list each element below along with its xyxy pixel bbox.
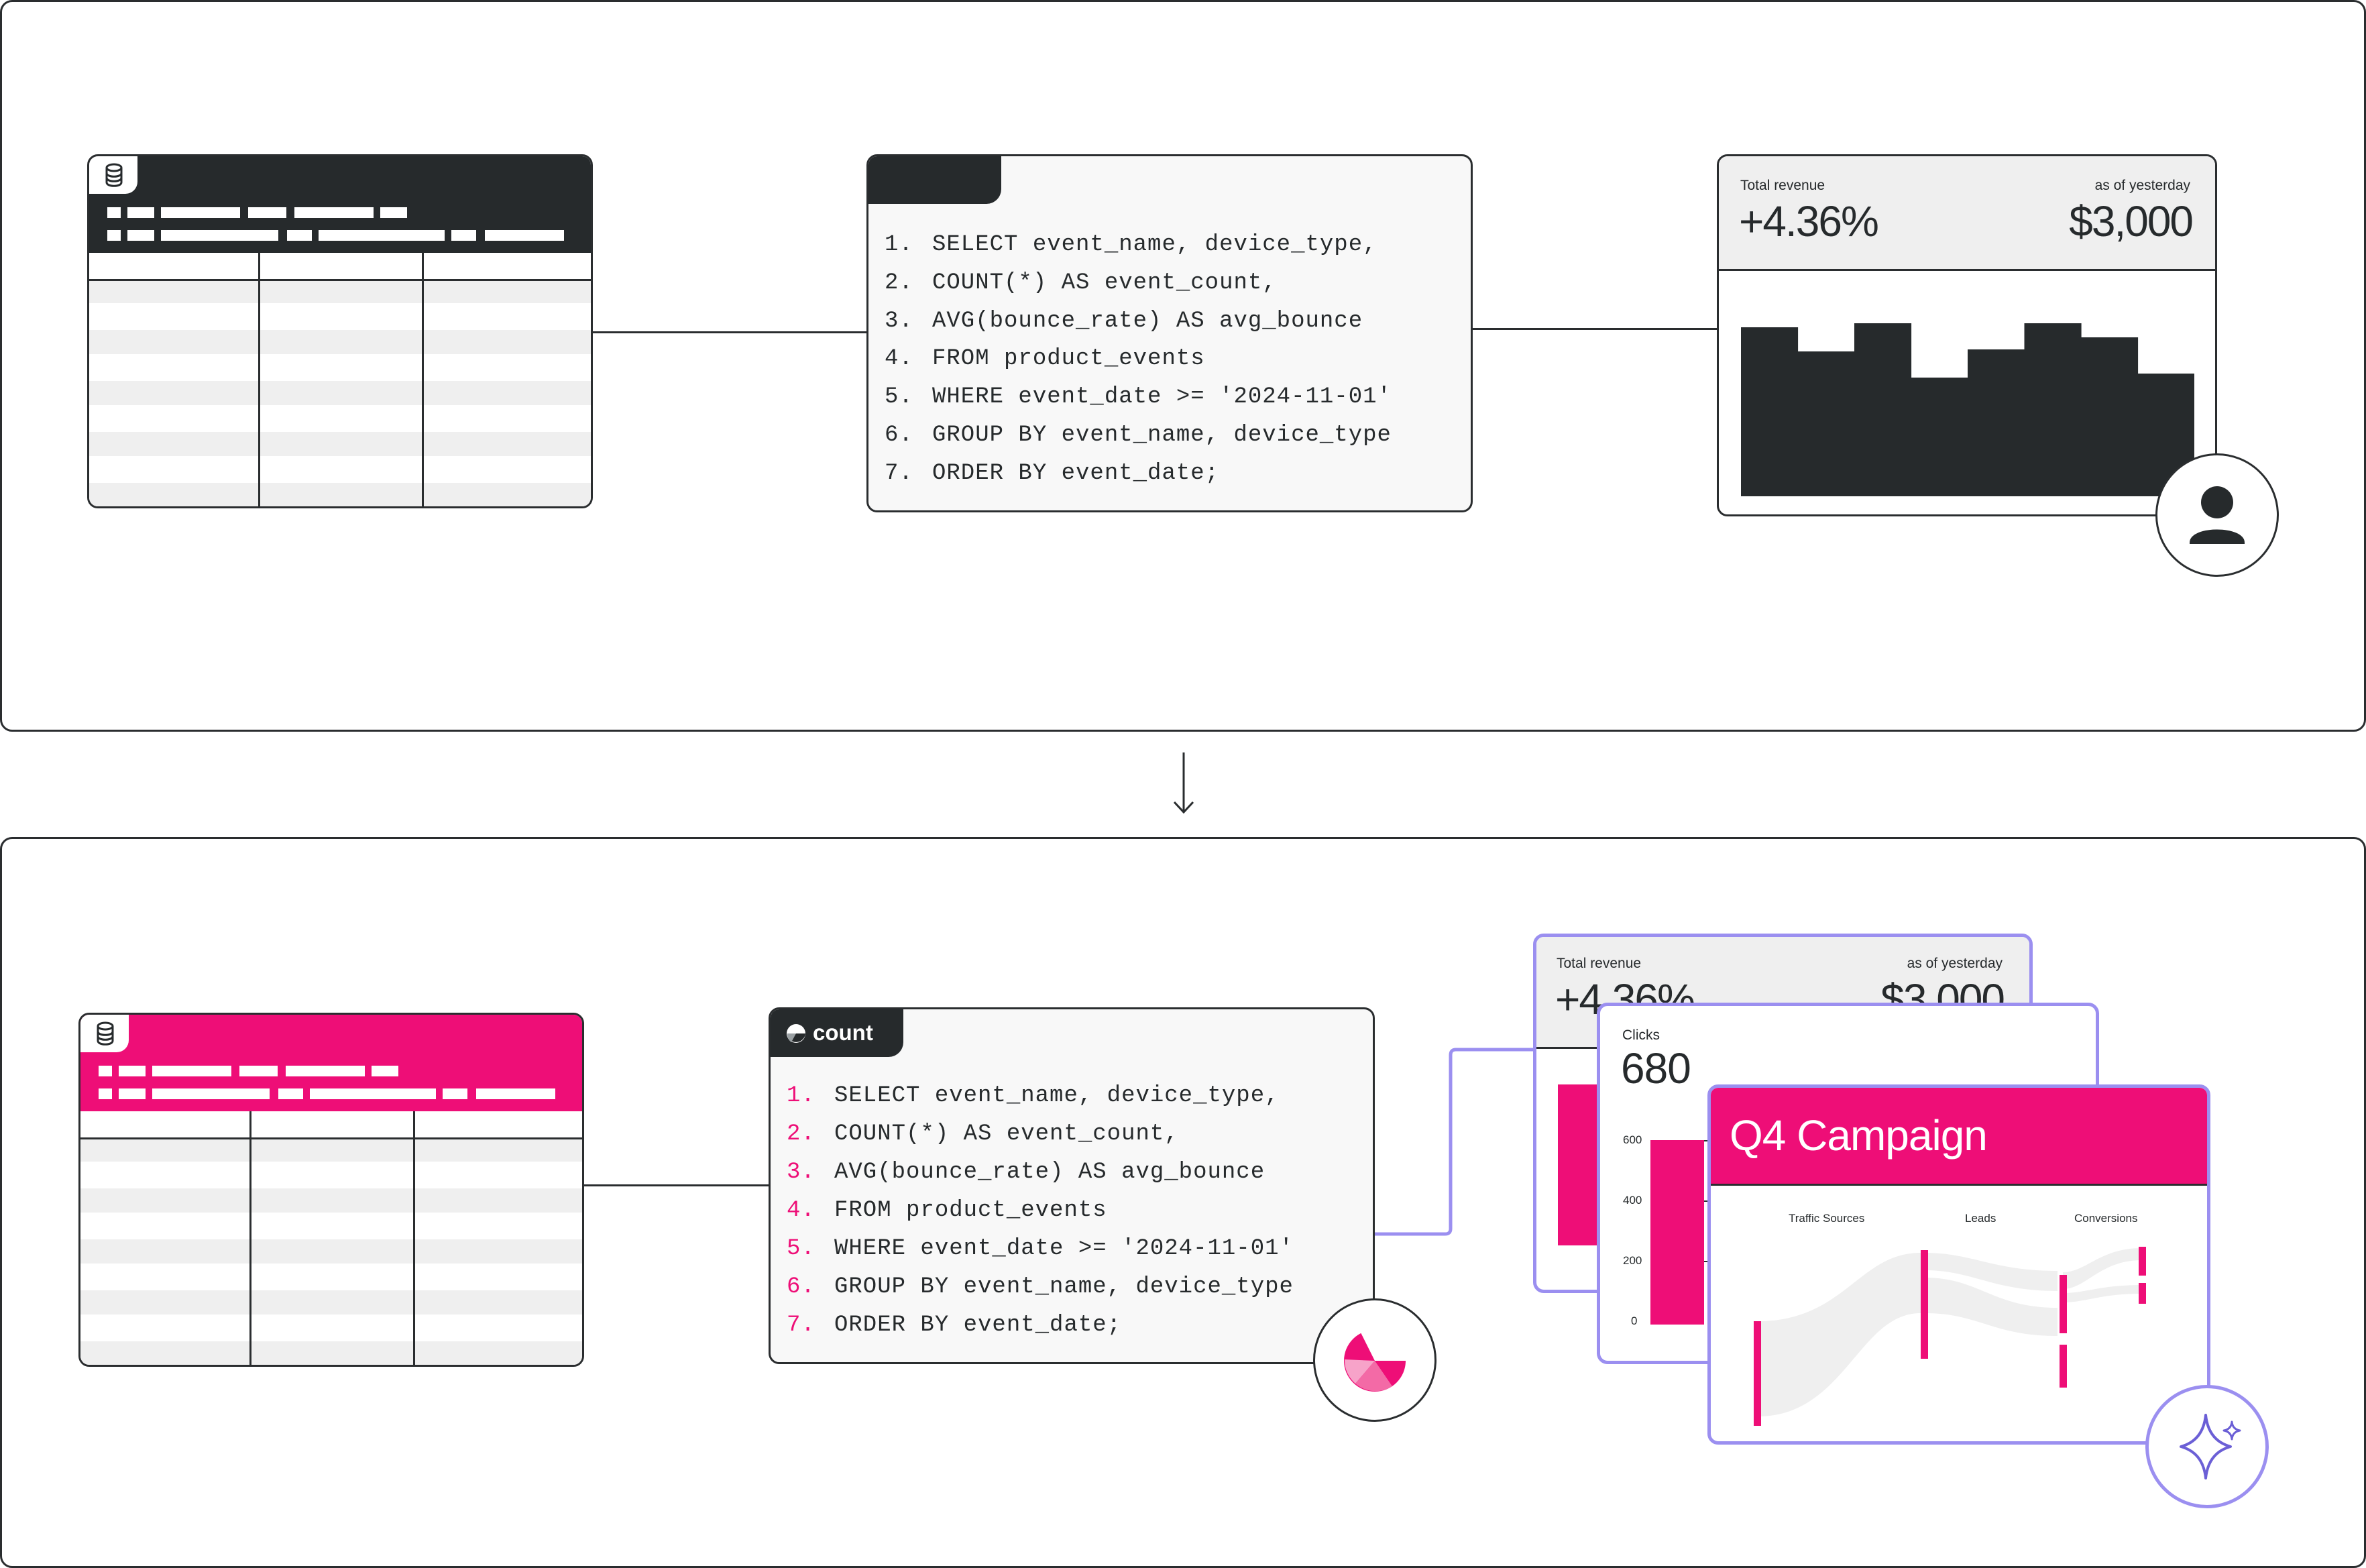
database-icon — [97, 1021, 114, 1046]
metric-header — [1719, 156, 2215, 271]
y-tick-label: 600 — [1623, 1133, 1642, 1146]
sql-line: 2.COUNT(*) AS event_count, — [885, 270, 1277, 296]
sql-line: 7.ORDER BY event_date; — [787, 1312, 1122, 1338]
connector-line — [582, 1184, 771, 1186]
sankey-node — [2139, 1247, 2146, 1276]
chart-bar — [2081, 337, 2139, 496]
sql-line: 3.AVG(bounce_rate) AS avg_bounce — [885, 309, 1363, 334]
sql-line: 2.COUNT(*) AS event_count, — [787, 1121, 1179, 1147]
sql-line: 6.GROUP BY event_name, device_type — [885, 423, 1392, 448]
metric-change: +4.36% — [1739, 197, 1879, 245]
sankey-stage-label: Leads — [1965, 1212, 1996, 1225]
sankey-stage-label: Conversions — [2074, 1212, 2138, 1225]
sankey-node — [2060, 1345, 2067, 1388]
sql-line: 5.WHERE event_date >= '2024-11-01' — [885, 384, 1392, 410]
arrow-down-icon — [1173, 752, 1194, 814]
database-tab — [80, 1015, 129, 1052]
user-avatar-badge — [2155, 453, 2279, 577]
count-logo-icon — [787, 1024, 805, 1043]
campaign-card: Q4 Campaign Traffic Sources Leads Conver… — [1707, 1084, 2210, 1445]
sankey-flow — [1925, 1253, 2058, 1291]
sql-line: 4.FROM product_events — [787, 1198, 1107, 1223]
source-table — [87, 154, 593, 508]
sankey-node — [1754, 1321, 1761, 1426]
count-tab-label: count — [813, 1020, 873, 1045]
metric-as-of: as of yesterday — [2094, 178, 2190, 193]
database-icon — [105, 163, 123, 187]
chart-bar — [1911, 378, 1968, 496]
sankey-flow — [2063, 1285, 2142, 1302]
clicks-label: Clicks — [1622, 1027, 1660, 1043]
revenue-bar-chart — [1741, 323, 2194, 496]
clicks-value: 680 — [1621, 1044, 1691, 1093]
sql-line: 3.AVG(bounce_rate) AS avg_bounce — [787, 1160, 1265, 1185]
count-tab: count — [771, 1009, 903, 1057]
revenue-dashboard-card: Total revenue +4.36% as of yesterday $3,… — [1717, 154, 2217, 516]
sql-line: 1.SELECT event_name, device_type, — [787, 1083, 1280, 1109]
sankey-flow — [1758, 1253, 1921, 1416]
chart-bar — [1741, 327, 1799, 496]
source-table-enhanced — [78, 1013, 584, 1367]
sql-line: 4.FROM product_events — [885, 346, 1205, 372]
chart-bar — [1968, 349, 2025, 496]
metric-as-of: as of yesterday — [1907, 956, 2003, 971]
count-logo-icon — [1344, 1329, 1406, 1392]
sql-line: 1.SELECT event_name, device_type, — [885, 232, 1377, 258]
sql-line: 6.GROUP BY event_name, device_type — [787, 1274, 1294, 1300]
sankey-flow — [2063, 1248, 2142, 1289]
sankey-node — [1921, 1250, 1928, 1359]
clicks-bar — [1650, 1140, 1704, 1325]
sql-line: 5.WHERE event_date >= '2024-11-01' — [787, 1236, 1294, 1262]
y-tick-label: 200 — [1623, 1254, 1642, 1267]
sql-line: 7.ORDER BY event_date; — [885, 461, 1220, 486]
chart-bar — [1797, 351, 1855, 496]
count-sql-card: count 1.SELECT event_name, device_type, … — [769, 1007, 1375, 1364]
sankey-flow — [1925, 1278, 2058, 1336]
count-logo-badge — [1313, 1298, 1436, 1422]
sankey-node — [2060, 1275, 2067, 1333]
campaign-header — [1711, 1088, 2207, 1186]
code-tab — [868, 156, 1001, 204]
connector-line — [1373, 1048, 1544, 1236]
chart-bar — [1854, 323, 1912, 496]
sparkle-icon — [2180, 1414, 2241, 1479]
database-tab — [89, 156, 137, 194]
chart-bar — [2024, 323, 2082, 496]
connector-line — [1471, 328, 1717, 330]
ai-sparkle-badge — [2145, 1385, 2269, 1508]
campaign-title: Q4 Campaign — [1730, 1111, 1988, 1160]
sankey-node — [2139, 1283, 2146, 1304]
metric-label: Total revenue — [1740, 178, 1825, 193]
y-tick-label: 0 — [1631, 1314, 1638, 1327]
sankey-stage-label: Traffic Sources — [1789, 1212, 1865, 1225]
sankey-diagram — [1754, 1247, 2146, 1426]
metric-value: $3,000 — [2069, 197, 2194, 245]
sql-code-card: 1.SELECT event_name, device_type, 2.COUN… — [866, 154, 1473, 512]
y-tick-label: 400 — [1623, 1194, 1642, 1207]
connector-line — [591, 331, 867, 333]
user-avatar-icon — [2190, 486, 2245, 544]
metric-label: Total revenue — [1557, 956, 1642, 971]
